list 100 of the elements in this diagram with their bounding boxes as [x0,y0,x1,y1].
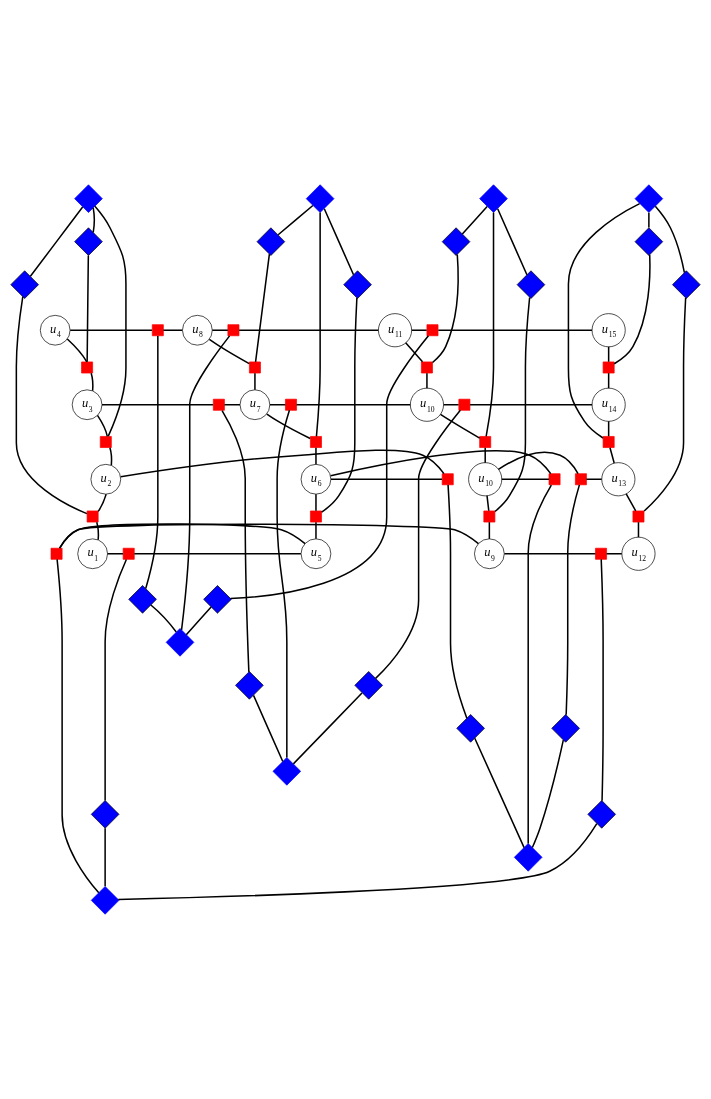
node-box [602,361,615,374]
connector [180,335,231,631]
connector [66,338,88,363]
connector [86,254,90,363]
connector [600,558,604,802]
connector [461,205,488,235]
connector [295,403,412,406]
connector [117,822,598,901]
node-circle: u$_{4}$ [39,314,71,346]
node-diamond [634,227,664,256]
connector [229,335,430,600]
node-diamond [10,270,39,299]
connector [69,329,153,331]
connector [486,495,490,512]
connector [162,329,183,331]
node-circle: u$_{11}$ [378,313,412,348]
connector [315,446,317,466]
node-box [426,324,439,337]
node-diamond [165,628,195,657]
connector [374,409,462,680]
connector [211,329,229,331]
connector [254,253,271,363]
connector [442,403,460,406]
node-diamond [203,585,232,614]
node-circle: u$_{15}$ [591,313,626,348]
node-diamond [305,184,335,213]
node-circle: u$_{13}$ [601,462,636,497]
connector [625,493,637,512]
connector [208,338,250,365]
connector [56,558,100,894]
connector [485,211,495,438]
connector [329,450,552,477]
node-diamond [441,227,471,256]
connector [101,403,214,406]
node-diamond [551,714,580,743]
node-diamond [354,671,383,700]
node-circle: u$_{6}$ [300,464,332,495]
connector [648,211,650,229]
connector [497,451,579,475]
connector [269,403,287,406]
connector [439,413,481,439]
node-box [285,398,297,411]
connector [643,297,687,512]
connector [238,329,380,331]
connector [144,335,159,590]
node-diamond [90,886,120,915]
connector [609,446,615,464]
node-box [548,473,561,486]
connector [496,207,528,276]
connector [484,446,486,464]
connector [185,606,212,636]
connector [15,295,88,515]
node-diamond [516,270,546,299]
node-circle: u$_{14}$ [591,387,626,422]
connector [320,297,358,513]
node-box [249,361,261,374]
node-diamond [256,227,286,256]
node-circle: u$_{10}$ [468,462,503,497]
connector [96,414,109,438]
node-circle: u$_{1}$ [77,538,108,570]
connector [531,739,565,849]
connector [447,484,468,719]
node-circle: u$_{10}$ [410,387,444,422]
connector [500,478,550,481]
connector [605,553,623,555]
node-diamond [672,270,701,299]
connector [106,553,124,555]
connector [276,409,291,759]
connector [221,409,250,673]
node-diamond [128,585,157,614]
connector [119,449,445,478]
connector [104,558,128,802]
connector [431,253,459,364]
node-box [479,436,492,448]
connector [410,329,428,331]
node-box [86,510,99,523]
connector [323,207,355,276]
connector [29,206,84,278]
connector [315,211,321,438]
node-circle: u$_{3}$ [71,389,103,420]
node-box [310,436,322,448]
node-box [483,510,496,523]
node-diamond [479,184,508,213]
node-diamond [235,671,264,700]
node-diamond [74,227,103,256]
node-box [81,361,93,374]
connector [437,329,593,331]
connector [97,493,107,513]
node-box [50,547,63,560]
connector [292,692,363,765]
connector [90,372,94,392]
connector [277,204,314,236]
connector [404,342,424,363]
connector [330,478,443,481]
node-box [310,510,322,523]
node-circle: u$_{2}$ [90,464,122,495]
node-box [632,510,645,523]
connector [254,372,256,391]
node-diamond [587,800,616,829]
node-diamond [514,843,543,872]
